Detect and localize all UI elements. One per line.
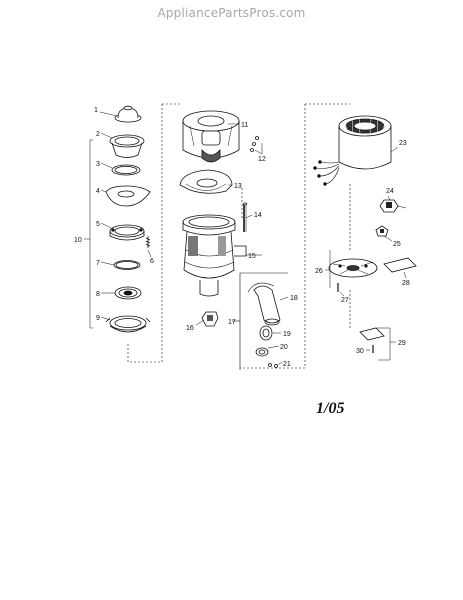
part-1-stopper — [114, 105, 142, 123]
callout-1: 1 — [94, 107, 98, 114]
callout-9: 9 — [96, 315, 100, 322]
callout-15: 15 — [248, 253, 256, 260]
callout-4: 4 — [96, 188, 100, 195]
callout-18: 18 — [290, 295, 298, 302]
part-11-cover-control — [182, 110, 240, 163]
callout-10: 10 — [74, 237, 82, 244]
part-21-bolts — [268, 361, 283, 368]
callout-labels: 1 2 3 4 5 6 7 8 9 10 11 12 13 14 15 16 1… — [74, 107, 410, 368]
part-24-switch — [379, 195, 407, 213]
part-26-plate-assembly — [325, 250, 378, 288]
part-5-mounting-ring — [109, 224, 145, 241]
part-20-flange — [255, 345, 280, 357]
callout-16: 16 — [186, 325, 194, 332]
callout-5: 5 — [96, 221, 100, 228]
callout-7: 7 — [96, 260, 100, 267]
callout-12: 12 — [258, 156, 266, 163]
callout-2: 2 — [96, 131, 100, 138]
part-30-screw — [366, 345, 374, 353]
part-29-bottom-plate — [359, 327, 396, 361]
part-27-screw — [337, 283, 345, 297]
callout-14: 14 — [254, 212, 262, 219]
callout-26: 26 — [315, 268, 323, 275]
center-leader-lines — [195, 123, 262, 326]
callout-29: 29 — [398, 340, 406, 347]
part-9-lower-mount-ring — [105, 315, 151, 333]
callout-11: 11 — [241, 122, 248, 129]
callout-20: 20 — [280, 344, 288, 351]
part-14-rod — [242, 202, 248, 232]
callout-19: 19 — [283, 331, 291, 338]
part-23-motor — [313, 115, 399, 186]
part-7-snap-ring — [113, 260, 141, 270]
callout-23: 23 — [399, 140, 407, 147]
watermark: AppliancePartsPros.com — [157, 6, 306, 20]
callout-3: 3 — [96, 161, 100, 168]
callout-8: 8 — [96, 291, 100, 298]
callout-17: 17 — [228, 319, 236, 326]
part-15-hopper-housing — [182, 214, 247, 297]
callout-28: 28 — [402, 280, 410, 287]
part-3-gasket — [111, 164, 141, 176]
callout-30: 30 — [356, 348, 364, 355]
part-4-backup-ring — [105, 185, 151, 207]
grouping-lines — [127, 103, 351, 369]
part-6-screw — [145, 236, 151, 248]
part-19-gasket — [259, 325, 281, 341]
callout-25: 25 — [393, 241, 401, 248]
part-17-group-bracket — [232, 272, 288, 370]
callout-24: 24 — [386, 188, 394, 195]
part-28-shield — [383, 257, 417, 279]
part-8-fiber-gasket — [114, 286, 142, 300]
part-13-baffle — [179, 169, 233, 194]
part-16-wire-nut — [201, 311, 219, 327]
revision-date: 1/05 — [316, 400, 345, 417]
left-leader-lines — [84, 111, 152, 329]
callout-27: 27 — [341, 297, 349, 304]
part-25-clip — [375, 225, 393, 242]
callout-6: 6 — [150, 258, 154, 265]
callout-21: 21 — [283, 361, 291, 368]
part-2-sink-flange — [109, 134, 145, 158]
callout-13: 13 — [234, 183, 242, 190]
part-18-discharge-elbow — [247, 282, 289, 326]
part-12-screws — [250, 136, 263, 155]
